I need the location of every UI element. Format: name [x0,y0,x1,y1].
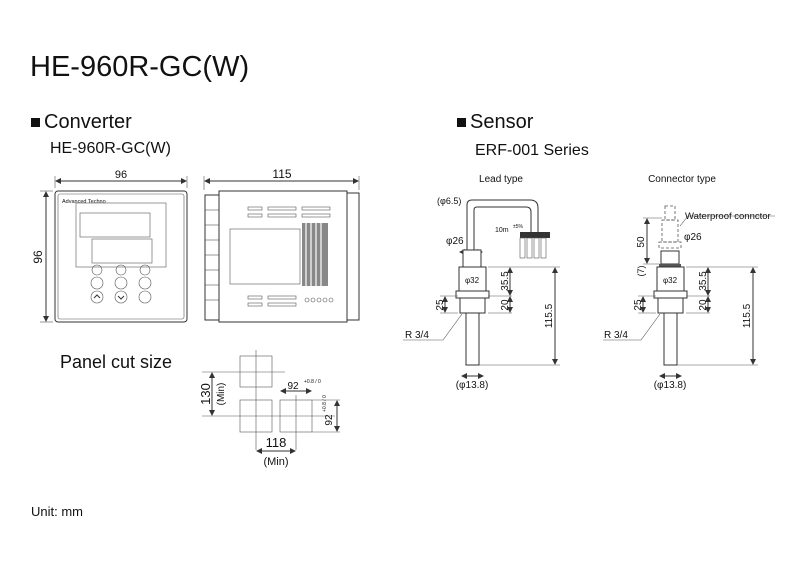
head-dia-dim: φ26 [446,236,464,247]
waterproof-connector-label: Waterproof connctor [685,211,771,222]
connector-type-sensor: Connector type Waterproof connctor φ26 5… [603,174,775,391]
body-length-dim: 35.5 [500,271,511,291]
total-length-dim: 115.5 [742,303,753,328]
brand-label: Advanced Techno [62,199,106,205]
sensor-series: ERF-001 Series [475,142,589,159]
vertical-pitch-note: (Min) [216,383,227,406]
horizontal-pitch-note: (Min) [263,456,288,468]
hex-dia-dim: φ32 [663,276,678,285]
connector-length-dim: 50 [636,236,647,248]
cut-width-tolerance: +0.8 / 0 [304,379,321,385]
lead-type-sensor: Lead type (φ6.5) 10m ±5% φ26 φ32 35.5 20… [403,174,560,391]
total-length-dim: 115.5 [544,303,555,328]
body-length-dim: 35.5 [698,271,709,291]
gap-dim: (7) [636,265,646,276]
cut-width-dim: 92 [287,381,299,392]
horizontal-pitch-dim: 118 [266,435,287,450]
vertical-pitch-dim: 130 [198,383,213,405]
front-height-dim: 96 [31,250,45,264]
cable-dia-dim: (φ6.5) [437,196,461,206]
cable-tolerance: ±5% [513,224,524,230]
converter-side-view: 115 [203,167,360,323]
thread-length-dim: 20 [698,299,709,311]
thread-spec: R 3/4 [405,330,429,341]
converter-model: HE-960R-GC(W) [50,140,171,157]
cable-length-dim: 10m [495,227,509,234]
cut-height-tolerance: +0.8 / 0 [322,395,328,412]
converter-front-view: 96 96 Advanced Techno [31,169,188,323]
probe-dia-dim: (φ13.8) [456,380,489,391]
thread-depth-dim: 25 [435,299,446,311]
cut-height-dim: 92 [324,414,335,426]
bullet-icon [457,118,466,127]
unit-note: Unit: mm [31,504,83,519]
converter-heading: Converter [44,111,132,133]
connector-type-label: Connector type [648,174,716,185]
bullet-icon [31,118,40,127]
connector-dia-dim: φ26 [684,232,702,243]
probe-dia-dim: (φ13.8) [654,380,687,391]
front-width-dim: 96 [115,169,127,181]
sensor-heading: Sensor [470,111,534,133]
page-title: HE-960R-GC(W) [30,51,249,83]
hex-dia-dim: φ32 [465,276,480,285]
side-depth-dim: 115 [272,167,291,181]
lead-type-label: Lead type [479,174,523,185]
panel-cut-label: Panel cut size [60,352,172,372]
panel-cut-drawing: 130 (Min) 118 (Min) 92 +0.8 / 0 92 +0.8 … [198,350,340,468]
thread-length-dim: 20 [500,299,511,311]
thread-depth-dim: 25 [633,299,644,311]
thread-spec: R 3/4 [604,330,628,341]
